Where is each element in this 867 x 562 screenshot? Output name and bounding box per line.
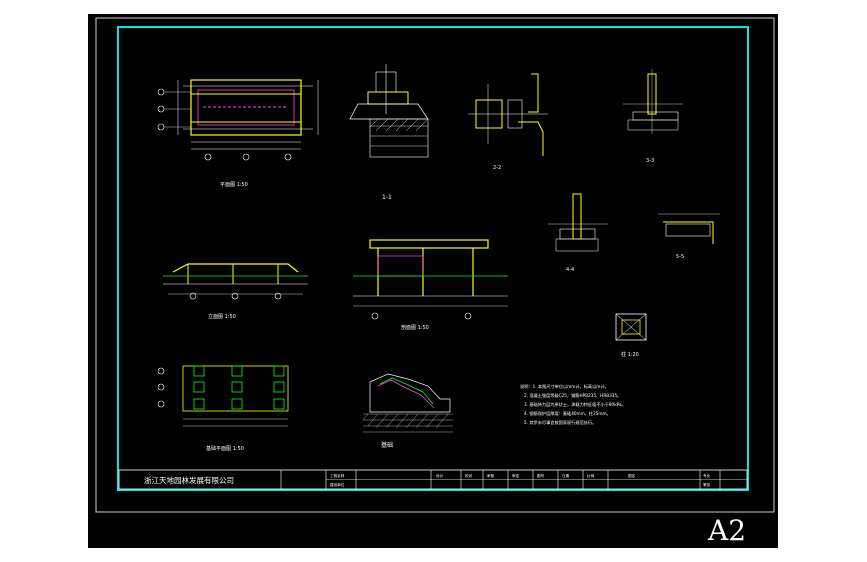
title-cell: 日期 — [562, 473, 570, 478]
title-cell: 图名 — [628, 473, 636, 478]
elevation-b-view[interactable]: 剖面图 1:50 — [353, 239, 508, 331]
elevation-b-label: 剖面图 1:50 — [401, 324, 429, 331]
general-notes: 说明：1. 本图尺寸单位以mm计，标高以m计。 2. 混凝土强度等级C25，钢筋… — [520, 383, 626, 426]
note-line: 5. 其余未尽事宜按国家现行规范执行。 — [524, 419, 596, 426]
title-cell: 专业 — [703, 473, 711, 478]
detail-5-5-view[interactable]: 5-5 — [658, 213, 720, 260]
note-line: 2. 混凝土强度等级C25，钢筋HPB235、HRB335。 — [524, 392, 621, 399]
detail-4-4-view[interactable]: 4-4 — [548, 193, 608, 273]
note-line: 3. 基础持力层为原状土，承载力特征值不小于80kPa。 — [524, 401, 626, 408]
section-1-1-view[interactable]: 1-1 — [349, 64, 429, 201]
plan-view-label: 平面图 1:50 — [220, 182, 248, 188]
section-1-1-label: 1-1 — [382, 194, 392, 201]
cad-model-viewport[interactable]: 平面图 1:50 1-1 — [88, 14, 778, 548]
title-block: 浙江天地园林发展有限公司 工程名称 建设单位 设计 校对 审核 审定 图号 日期… — [118, 469, 748, 490]
post-detail-label: 柱 1:20 — [621, 351, 639, 358]
detail-2-2-view[interactable]: 2-2 — [468, 73, 548, 171]
title-cell: 工程名称 — [330, 473, 345, 478]
foundation-plan-view[interactable]: 基础平面图 1:50 — [157, 365, 289, 452]
title-cell: 第张 — [703, 482, 711, 487]
title-cell: 建设单位 — [330, 482, 345, 487]
title-cell: 校对 — [465, 473, 473, 478]
footing-detail-label: 基础 — [381, 441, 393, 449]
post-detail-view[interactable]: 柱 1:20 — [615, 313, 647, 358]
company-name: 浙江天地园林发展有限公司 — [144, 475, 234, 485]
note-line: 说明：1. 本图尺寸单位以mm计，标高以m计。 — [520, 383, 609, 390]
cad-drawing-canvas: 平面图 1:50 1-1 — [95, 17, 775, 547]
title-cell: 审核 — [487, 473, 495, 478]
elevation-a-label: 立面图 1:50 — [208, 313, 236, 320]
title-cell: 比例 — [587, 473, 595, 478]
elevation-a-view[interactable]: 立面图 1:50 — [163, 263, 308, 320]
title-cell: 图号 — [537, 473, 545, 478]
detail-2-2-label: 2-2 — [493, 165, 501, 171]
detail-3-3-view[interactable]: 3-3 — [623, 69, 683, 164]
foundation-plan-label: 基础平面图 1:50 — [206, 445, 244, 452]
footing-detail-view[interactable]: 基础 — [362, 373, 453, 449]
sheet-size-mark: A2 — [707, 514, 746, 547]
detail-3-3-label: 3-3 — [646, 158, 654, 164]
title-cell: 设计 — [436, 473, 444, 478]
title-cell: 审定 — [512, 473, 520, 478]
detail-5-5-label: 5-5 — [676, 254, 684, 260]
plan-view[interactable]: 平面图 1:50 — [157, 79, 319, 188]
outer-drawing-frame — [95, 17, 775, 513]
detail-4-4-label: 4-4 — [566, 267, 574, 273]
note-line: 4. 钢筋保护层厚度：基础40mm，柱25mm。 — [524, 410, 611, 417]
inner-border-frame — [117, 26, 749, 491]
